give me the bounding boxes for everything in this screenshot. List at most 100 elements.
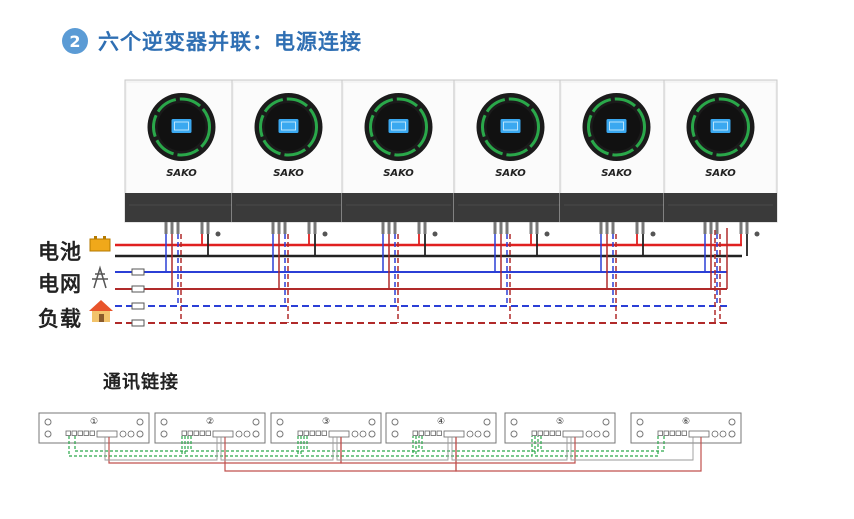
comm-section-title: 通讯链接 xyxy=(103,372,179,393)
comm-unit-outline xyxy=(630,412,742,444)
comm-port xyxy=(309,430,315,436)
terminal-lug xyxy=(176,222,180,234)
comm-port xyxy=(297,430,303,436)
comm-link-green xyxy=(421,436,539,452)
comm-unit-outline xyxy=(154,412,266,444)
rs485-port xyxy=(96,430,118,438)
lcd-screen xyxy=(500,119,521,133)
comm-link-red xyxy=(340,437,576,464)
comm-link-green xyxy=(415,436,533,457)
terminal-lug xyxy=(200,222,204,234)
comm-link-green xyxy=(540,436,665,452)
comm-port xyxy=(199,430,205,436)
terminal-lug xyxy=(599,222,603,234)
status-ring-led xyxy=(369,97,428,157)
terminal-lug xyxy=(715,222,719,234)
page-title: 2 六个逆变器并联：电源连接 xyxy=(62,26,362,56)
terminal-lug xyxy=(313,222,317,234)
comm-link-green xyxy=(74,436,189,452)
grid-neutral-plug xyxy=(131,285,145,293)
comm-unit-number: ② xyxy=(206,417,214,427)
rs485-port xyxy=(562,430,584,438)
comm-port xyxy=(543,430,549,436)
port-circle xyxy=(585,430,593,438)
mount-hole xyxy=(368,430,376,438)
mount-hole xyxy=(510,430,518,438)
house-roof xyxy=(89,300,113,311)
comm-port xyxy=(303,430,309,436)
terminal-lug xyxy=(605,222,609,234)
port-circle xyxy=(127,430,135,438)
cable-gland xyxy=(432,231,438,237)
terminal-lug xyxy=(271,222,275,234)
comm-port xyxy=(89,430,95,436)
lcd-readout xyxy=(391,121,406,131)
comm-port xyxy=(531,430,537,436)
terminal-lug xyxy=(611,222,615,234)
inverter-unit: SAKO xyxy=(559,79,674,237)
mount-hole xyxy=(483,430,491,438)
port-circle xyxy=(243,430,251,438)
mount-hole xyxy=(276,418,284,426)
comm-port xyxy=(187,430,193,436)
rs485-port xyxy=(328,430,350,438)
tower-frame xyxy=(93,265,107,289)
port-circle xyxy=(474,430,482,438)
inverter-bottom-panel xyxy=(560,193,673,222)
mount-hole xyxy=(728,430,736,438)
terminal-lug xyxy=(277,222,281,234)
mount-hole xyxy=(252,418,260,426)
mount-hole xyxy=(44,430,52,438)
comm-link-red xyxy=(455,437,702,472)
comm-unit-number: ④ xyxy=(437,417,445,427)
comm-port xyxy=(430,430,436,436)
inverter-bottom-panel xyxy=(664,193,777,222)
label-load: 负载 xyxy=(38,307,82,331)
comm-unit-outline xyxy=(385,412,497,444)
terminal-lug xyxy=(745,222,749,234)
lcd-screen xyxy=(171,119,192,133)
comm-port xyxy=(321,430,327,436)
step-number-badge: 2 xyxy=(62,28,88,54)
lcd-screen xyxy=(278,119,299,133)
label-grid: 电网 xyxy=(38,272,82,296)
comm-link-green xyxy=(184,436,299,457)
comm-link-green xyxy=(190,436,305,452)
mount-hole xyxy=(602,418,610,426)
inverter-bottom-panel xyxy=(454,193,567,222)
terminal-lug xyxy=(381,222,385,234)
comm-unit-number: ① xyxy=(90,417,98,427)
rs485-port xyxy=(688,430,710,438)
terminal-lug xyxy=(307,222,311,234)
port-circle xyxy=(711,430,719,438)
lcd-readout xyxy=(609,121,624,131)
mount-hole xyxy=(160,418,168,426)
lcd-readout xyxy=(281,121,296,131)
lcd-readout xyxy=(713,121,728,131)
house-door xyxy=(99,314,104,322)
mount-hole xyxy=(136,418,144,426)
comm-unit-number: ⑥ xyxy=(682,417,690,427)
terminal-lug xyxy=(393,222,397,234)
terminal-lug xyxy=(703,222,707,234)
inverter-bottom-panel xyxy=(342,193,455,222)
label-battery: 电池 xyxy=(38,240,82,264)
port-circle xyxy=(593,430,601,438)
rs485-port xyxy=(443,430,465,438)
terminal-lug xyxy=(417,222,421,234)
inverter-unit: SAKO xyxy=(663,79,778,237)
comm-link-gray xyxy=(104,437,218,461)
terminal-lug xyxy=(499,222,503,234)
mount-hole xyxy=(483,418,491,426)
terminal-lug xyxy=(709,222,713,234)
comm-port xyxy=(675,430,681,436)
lcd-screen xyxy=(710,119,731,133)
battery-terminal xyxy=(103,236,106,239)
load-neutral-plug xyxy=(131,319,145,327)
terminal-lug xyxy=(164,222,168,234)
comm-port xyxy=(181,430,187,436)
mount-hole xyxy=(136,430,144,438)
comm-port xyxy=(193,430,199,436)
brand-logo: SAKO xyxy=(383,168,414,179)
